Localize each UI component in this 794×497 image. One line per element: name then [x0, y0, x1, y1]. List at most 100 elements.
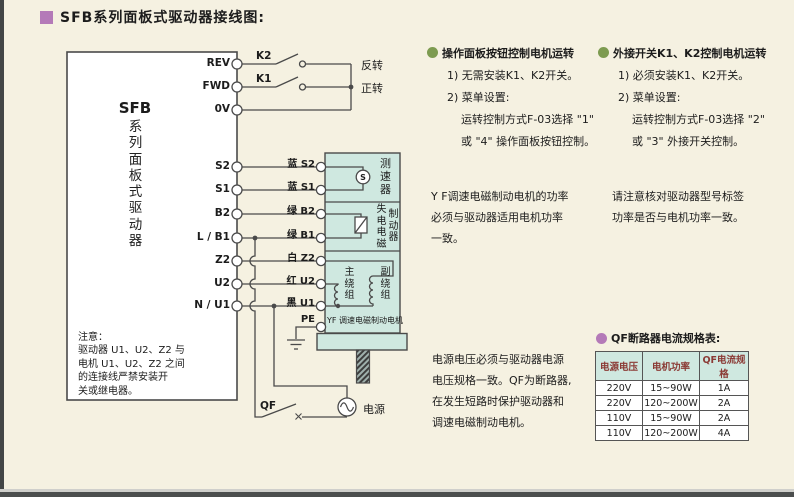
- aux-winding-label: 副绕组: [380, 267, 391, 301]
- wire-label-pe: PE: [300, 314, 315, 325]
- cell: 15~90W: [642, 380, 700, 396]
- terminal-label-b2: B2: [214, 207, 230, 219]
- panel-note-item: 运转控制方式F-03选择 "1": [461, 113, 594, 126]
- external-note-heading: 外接开关K1、K2控制电机运转: [613, 47, 767, 60]
- line-to-source: [273, 306, 348, 398]
- col-header: QF电流规格: [699, 351, 749, 381]
- power-wiring: [249, 235, 357, 420]
- page-title: SFB系列面板式驱动器接线图:: [60, 10, 265, 26]
- aux-winding-coil: [368, 275, 374, 306]
- cell: 110V: [595, 410, 643, 426]
- panel-note-item: 或 "4" 操作面板按钮控制。: [461, 135, 596, 148]
- external-note-item: 2) 菜单设置:: [618, 91, 681, 104]
- page-edge-bottom: [0, 492, 794, 497]
- note-line: 功率是否与电机功率一致。: [612, 211, 744, 224]
- qf-blade: [261, 403, 297, 418]
- col-header: 电源电压: [595, 351, 643, 381]
- note-line: 的连接线严禁安装开: [78, 372, 168, 384]
- table-row: 110V 120~200W 4A: [595, 425, 749, 441]
- driver-note: 注意： 驱动器 U1、U2、Z2 与 电机 U1、U2、Z2 之间 的连接线严禁…: [78, 331, 185, 398]
- wire-label-b2: 绿 B2: [286, 206, 315, 217]
- wire-label-s1: 蓝 S1: [287, 182, 315, 193]
- motor-internal-wiring: [287, 166, 394, 350]
- wire-label-u1: 黑 U1: [286, 298, 315, 309]
- motor-shaft: [355, 349, 371, 384]
- title-square-icon: [40, 11, 53, 24]
- main-winding-label: 主绕组: [344, 267, 355, 301]
- note-line: 驱动器 U1、U2、Z2 与: [78, 345, 185, 357]
- bullet-icon: [596, 333, 607, 344]
- cell: 1A: [699, 380, 749, 396]
- power-source-label: 电源: [363, 403, 385, 416]
- driver-name-latin: SFB: [118, 99, 152, 117]
- motor-terminals: [315, 161, 327, 333]
- control-wiring: [242, 53, 354, 111]
- note-line: 注意：: [78, 332, 108, 343]
- motor-power-note: Y F调速电磁制动电机的功率 必须与驱动器适用电机功率 一致。: [431, 186, 569, 249]
- page-edge-left: [0, 0, 4, 497]
- motor-caption: YF 调速电磁制动电机: [327, 316, 404, 325]
- cell: 220V: [595, 380, 643, 396]
- motor-base: [316, 332, 408, 351]
- cell: 110V: [595, 425, 643, 441]
- cell: 120~200W: [642, 425, 700, 441]
- bullet-icon: [427, 47, 438, 58]
- cell: 4A: [699, 425, 749, 441]
- terminal-label-s2: S2: [215, 160, 230, 172]
- terminal-label-nu1: N / U1: [194, 299, 230, 311]
- note-line: 关或继电器。: [78, 385, 138, 397]
- driver-name-vertical: 系列面板式驱动器: [128, 119, 143, 250]
- wire-label-z2: 白 Z2: [287, 253, 315, 264]
- tachometer-symbol: [355, 169, 371, 185]
- wire-label-s2: 蓝 S2: [287, 159, 315, 170]
- k2-label: K2: [256, 50, 272, 62]
- panel-note-item: 1) 无需安装K1、K2开关。: [447, 69, 579, 82]
- bullet-icon: [598, 47, 609, 58]
- supply-note: 电源电压必须与驱动器电源 电压规格一致。QF为断路器, 在发生短路时保护驱动器和…: [432, 349, 571, 433]
- table-row: 220V 120~200W 2A: [595, 395, 749, 411]
- col-header: 电机功率: [642, 351, 700, 381]
- cell: 15~90W: [642, 410, 700, 426]
- note-line: 在发生短路时保护驱动器和: [432, 395, 564, 408]
- page-edge-bottom-light: [0, 489, 794, 493]
- junction-dot: [335, 303, 341, 309]
- reverse-label: 反转: [361, 59, 383, 72]
- forward-label: 正转: [361, 82, 383, 95]
- terminal-label-lb1: L / B1: [196, 231, 230, 243]
- sine-icon: [339, 402, 355, 412]
- k2-contact: [298, 60, 307, 68]
- qf-spec-table: 电源电压 电机功率 QF电流规格 220V 15~90W 1A 220V 120…: [595, 351, 749, 441]
- qf-label: QF: [260, 400, 277, 412]
- note-line: Y F调速电磁制动电机的功率: [431, 190, 569, 203]
- external-note-item: 运转控制方式F-03选择 "2": [632, 113, 765, 126]
- label-check-note: 请注意核对驱动器型号标签 功率是否与电机功率一致。: [612, 186, 744, 228]
- cell: 220V: [595, 395, 643, 411]
- driver-terminals: [231, 58, 243, 312]
- qf-contact-mark: [295, 413, 302, 420]
- tachometer-letter: S: [360, 173, 366, 182]
- driver-box: [66, 51, 238, 401]
- table-header-row: 电源电压 电机功率 QF电流规格: [595, 351, 749, 381]
- brake-label-col1: 失电电磁: [376, 204, 387, 250]
- wire-label-b1: 绿 B1: [286, 230, 315, 241]
- note-line: 请注意核对驱动器型号标签: [612, 190, 744, 203]
- k1-contact: [298, 83, 307, 91]
- terminal-label-z2: Z2: [215, 254, 230, 266]
- line-to-breaker: [249, 238, 262, 418]
- junction-dot: [348, 84, 354, 90]
- terminal-label-rev: REV: [206, 57, 230, 69]
- k1-label: K1: [256, 73, 272, 85]
- terminal-label-u2: U2: [214, 277, 230, 289]
- panel-note-item: 2) 菜单设置:: [447, 91, 510, 104]
- note-line: 必须与驱动器适用电机功率: [431, 211, 563, 224]
- external-note-item: 或 "3" 外接开关控制。: [632, 135, 745, 148]
- external-note-item: 1) 必须安装K1、K2开关。: [618, 69, 750, 82]
- cell: 2A: [699, 410, 749, 426]
- cell: 2A: [699, 395, 749, 411]
- brake-label-col2: 制动器: [388, 209, 399, 243]
- wire-label-u2: 红 U2: [286, 276, 315, 287]
- main-winding-coil: [333, 284, 339, 307]
- cell: 120~200W: [642, 395, 700, 411]
